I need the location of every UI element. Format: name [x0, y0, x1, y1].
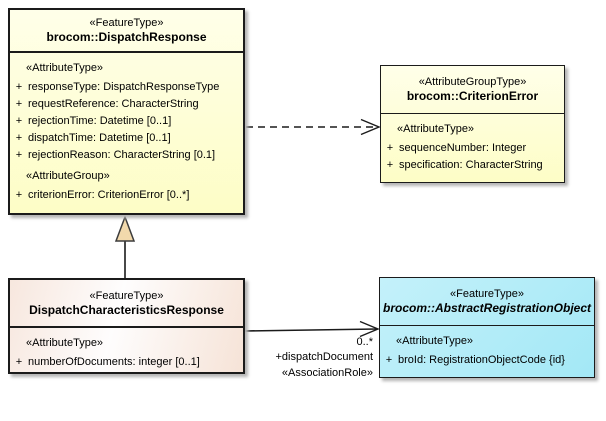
- attribute-row: + specification: CharacterString: [381, 157, 564, 174]
- attribute-row: + numberOfDocuments: integer [0..1]: [10, 354, 243, 371]
- attribute-text: specification: CharacterString: [399, 159, 543, 171]
- class-compartment: «AttributeType» + sequenceNumber: Intege…: [381, 114, 564, 174]
- attribute-text: dispatchTime: Datetime [0..1]: [28, 132, 171, 144]
- visibility: +: [386, 159, 394, 171]
- attribute-row: + rejectionTime: Datetime [0..1]: [10, 113, 243, 130]
- attribute-text: rejectionReason: CharacterString [0.1]: [28, 149, 216, 161]
- attribute-row: + requestReference: CharacterString: [10, 96, 243, 113]
- attribute-row: + criterionError: CriterionError [0..*]: [10, 187, 243, 204]
- open-arrowhead-icon: [359, 320, 380, 338]
- attribute-row: + sequenceNumber: Integer: [381, 140, 564, 157]
- visibility: +: [385, 354, 393, 366]
- visibility: +: [15, 81, 23, 93]
- class-stereotype: «FeatureType»: [450, 288, 524, 300]
- section-heading: «AttributeGroup»: [26, 170, 110, 182]
- class-name: brocom::AbstractRegistrationObject: [382, 301, 592, 315]
- attribute-text: sequenceNumber: Integer: [399, 142, 527, 154]
- class-compartment: «AttributeType» + broId: RegistrationObj…: [380, 326, 594, 369]
- attribute-text: numberOfDocuments: integer [0..1]: [28, 356, 200, 368]
- class-compartment: «AttributeType» + numberOfDocuments: int…: [10, 328, 243, 371]
- class-header: «AttributeGroupType» brocom::CriterionEr…: [381, 66, 564, 114]
- class-stereotype: «FeatureType»: [89, 289, 164, 302]
- class-dispatch-response[interactable]: «FeatureType» brocom::DispatchResponse «…: [8, 8, 245, 215]
- generalization-connector[interactable]: [114, 214, 136, 278]
- class-abstract-registration-object[interactable]: «FeatureType» brocom::AbstractRegistrati…: [379, 277, 595, 378]
- association-multiplicity: 0..*: [356, 336, 373, 348]
- class-compartment: «AttributeType» + responseType: Dispatch…: [10, 53, 243, 204]
- class-header: «FeatureType» brocom::AbstractRegistrati…: [380, 278, 594, 326]
- class-header: «FeatureType» DispatchCharacteristicsRes…: [10, 280, 243, 328]
- association-role-name: +dispatchDocument: [275, 351, 373, 363]
- class-name: brocom::CriterionError: [406, 89, 539, 103]
- attribute-row: + responseType: DispatchResponseType: [10, 79, 243, 96]
- attribute-row: + rejectionReason: CharacterString [0.1]: [10, 147, 243, 164]
- visibility: +: [15, 149, 23, 161]
- class-name: brocom::DispatchResponse: [46, 30, 207, 44]
- visibility: +: [15, 189, 23, 201]
- attribute-text: criterionError: CriterionError [0..*]: [28, 189, 190, 201]
- attribute-text: broId: RegistrationObjectCode {id}: [398, 354, 565, 366]
- visibility: +: [15, 132, 23, 144]
- dependency-connector[interactable]: [246, 118, 381, 136]
- class-criterion-error[interactable]: «AttributeGroupType» brocom::CriterionEr…: [380, 65, 565, 183]
- association-connector[interactable]: [244, 320, 380, 338]
- open-arrowhead-icon: [360, 118, 381, 136]
- class-stereotype: «FeatureType»: [89, 17, 164, 29]
- attribute-text: responseType: DispatchResponseType: [28, 81, 220, 93]
- class-header: «FeatureType» brocom::DispatchResponse: [10, 10, 243, 53]
- section-heading: «AttributeType»: [397, 123, 475, 135]
- section-heading: «AttributeType»: [26, 337, 104, 349]
- association-stereotype: «AssociationRole»: [281, 367, 373, 379]
- attribute-text: rejectionTime: Datetime [0..1]: [28, 115, 172, 127]
- attribute-row: + dispatchTime: Datetime [0..1]: [10, 130, 243, 147]
- visibility: +: [15, 98, 23, 110]
- visibility: +: [15, 356, 23, 368]
- visibility: +: [15, 115, 23, 127]
- section-heading: «AttributeType»: [396, 335, 474, 347]
- attribute-row: + broId: RegistrationObjectCode {id}: [380, 352, 594, 369]
- section-heading: «AttributeType»: [26, 62, 104, 74]
- class-stereotype: «AttributeGroupType»: [418, 76, 527, 88]
- class-dispatch-characteristics-response[interactable]: «FeatureType» DispatchCharacteristicsRes…: [8, 278, 245, 374]
- attribute-text: requestReference: CharacterString: [28, 98, 199, 110]
- class-name: DispatchCharacteristicsResponse: [29, 302, 224, 317]
- generalization-triangle-icon: [114, 214, 136, 242]
- visibility: +: [386, 142, 394, 154]
